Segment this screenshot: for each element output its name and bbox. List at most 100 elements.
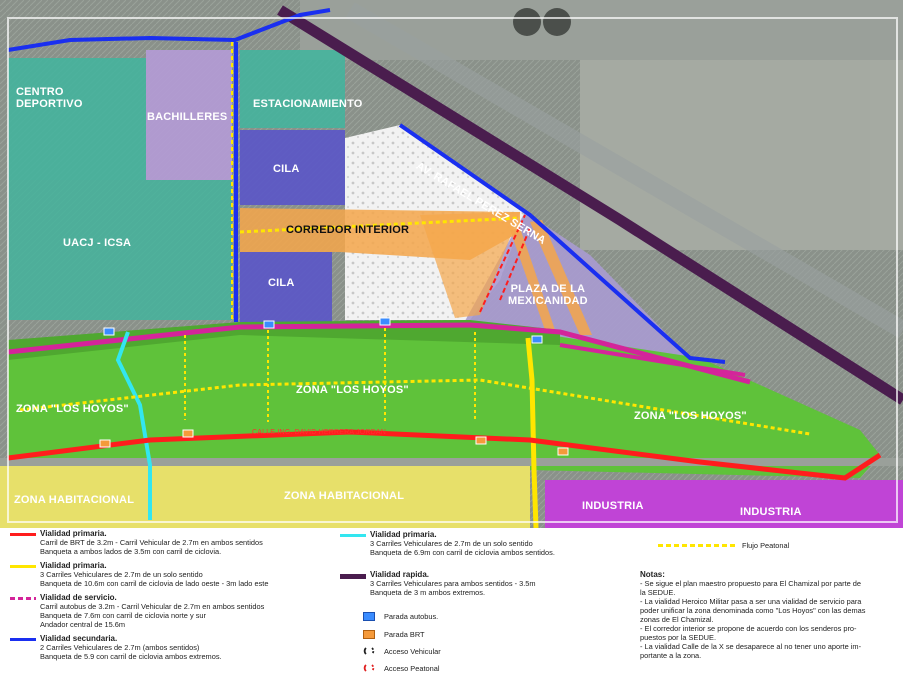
brt-stop-icon	[99, 439, 111, 448]
label-centro-deportivo: CENTRO DEPORTIVO	[16, 86, 83, 111]
legend-symbol-vehicle: Acceso Vehicular	[384, 647, 441, 656]
zone-corredor-ramp	[420, 212, 520, 318]
note-line: - El corredor interior se propone de acu…	[640, 624, 857, 633]
brt-stop-icon	[557, 447, 569, 456]
bus-stop-icon	[263, 320, 275, 329]
legend-title: Vialidad secundaria.	[40, 634, 118, 643]
legend-entry-yellow: Vialidad primaria. 3 Carriles Vehiculare…	[40, 561, 268, 588]
zone-bachilleres	[146, 50, 232, 180]
legend-entry-dark-purple: Vialidad rapida. 3 Carriles Vehiculares …	[370, 570, 536, 597]
label-zona-hoyos-right: ZONA "LOS HOYOS"	[634, 410, 747, 422]
legend-swatch-blue	[10, 638, 36, 641]
zone-industria	[545, 480, 903, 528]
road-secondary-blue-diagonal	[398, 123, 726, 364]
brt-stop-icon	[363, 630, 375, 639]
label-zona-habitacional-left: ZONA HABITACIONAL	[14, 494, 135, 506]
road-service-magenta	[7, 322, 751, 385]
legend-swatch-yellow	[10, 565, 36, 568]
label-estacionamiento: ESTACIONAMIENTO	[253, 98, 363, 110]
zone-uacj-icsa	[8, 180, 232, 320]
legend-line: Banqueta de 7.6m con carril de ciclovia …	[40, 611, 206, 620]
map-canvas	[0, 0, 903, 528]
note-line: la SEDUE.	[640, 588, 676, 597]
road-primary-cyan	[115, 331, 152, 520]
legend-line: Carril autobus de 3.2m - Carril Vehicula…	[40, 602, 265, 611]
note-line: zonas de El Chamizal.	[640, 615, 714, 624]
road-rapid-dark	[277, 5, 903, 405]
red-dashed-access	[479, 214, 526, 313]
label-zona-habitacional-center: ZONA HABITACIONAL	[284, 490, 405, 502]
note-line: puestos por la SEDUE.	[640, 633, 716, 642]
legend-line: Banqueta de 10.6m con carril de ciclovia…	[40, 579, 269, 588]
notes-title: Notas:	[640, 570, 665, 579]
legend-line: Banqueta de 6.9m con carril de ciclovia …	[370, 548, 555, 557]
legend-notes: Notas: - Se sigue el plan maestro propue…	[640, 570, 865, 660]
pedestrian-access-icon	[363, 664, 375, 672]
note-line: portante a la zona.	[640, 651, 702, 660]
legend-title: Vialidad de servicio.	[40, 593, 117, 602]
legend-line: 3 Carriles Vehiculares de 2.7m de un sol…	[370, 539, 533, 548]
note-line: - La vialidad Heroico Militar pasa a ser…	[640, 597, 862, 606]
note-line: - La vialidad Calle de la X se desaparec…	[640, 642, 862, 651]
legend-swatch-magenta	[10, 597, 36, 600]
label-zona-hoyos-left: ZONA "LOS HOYOS"	[16, 403, 129, 415]
map-frame	[7, 17, 898, 523]
zone-estacionamiento	[240, 50, 345, 128]
zone-cila-bottom	[240, 252, 332, 322]
vehicle-access-icon	[363, 647, 375, 655]
legend-swatch-dark-purple	[340, 574, 366, 579]
note-line: - Se sigue el plan maestro propuesto par…	[640, 579, 862, 588]
road-service-magenta-2	[559, 343, 746, 377]
water-tank	[513, 8, 541, 36]
legend-line: Andador central de 15.6m	[40, 620, 126, 629]
road-primary-red	[7, 429, 882, 481]
label-industria-2: INDUSTRIA	[740, 506, 802, 518]
road-primary-yellow	[525, 337, 539, 528]
legend-swatch-cyan	[340, 534, 366, 537]
label-cila-top: CILA	[273, 163, 300, 175]
label-uacj-icsa: UACJ - ICSA	[63, 237, 132, 249]
note-line: poder unificar la zona denominada como "…	[640, 606, 866, 615]
legend-title: Vialidad primaria.	[40, 529, 107, 538]
zone-habitacional	[0, 465, 530, 528]
legend-line: Carril de BRT de 3.2m - Carril Vehicular…	[40, 538, 263, 547]
orange-stripe	[530, 220, 592, 335]
legend-symbol-bus: Parada autobus.	[384, 612, 439, 621]
legend-symbol-brt: Parada BRT	[384, 630, 425, 639]
legend-symbol-pedestrian: Acceso Peatonal	[384, 664, 440, 673]
label-cila-bottom: CILA	[268, 277, 295, 289]
label-plaza-mexicanidad: PLAZA DE LA MEXICANIDAD	[508, 283, 588, 308]
label-corredor-interior: CORREDOR INTERIOR	[286, 224, 410, 236]
legend-title: Vialidad rapida.	[370, 570, 429, 579]
legend-entry-red: Vialidad primaria. Carril de BRT de 3.2m…	[40, 529, 263, 556]
legend-line: 3 Carriles Vehiculares para ambos sentid…	[370, 579, 536, 588]
zone-los-hoyos-band	[8, 320, 560, 360]
bus-stop-icon	[363, 612, 375, 621]
label-calle-david-herrera: CALLE ING. DAVID HERRERA JORDAN	[252, 429, 387, 436]
legend-title: Vialidad primaria.	[40, 561, 107, 570]
legend-entry-magenta: Vialidad de servicio. Carril autobus de …	[40, 593, 264, 629]
road-secondary-blue	[7, 8, 331, 52]
bus-stop-icon	[531, 335, 543, 344]
rail-corridor	[345, 2, 903, 338]
orange-stripe	[510, 228, 555, 330]
bus-stop-icon	[103, 327, 115, 336]
legend-swatch-red	[10, 533, 36, 536]
brt-stop-icon	[475, 436, 487, 445]
legend-line: 3 Carriles Vehiculares de 2.7m de un sol…	[40, 570, 203, 579]
legend-line: Banqueta de 3 m ambos extremos.	[370, 588, 486, 597]
zone-centro-deportivo	[8, 58, 146, 180]
site-plan-map[interactable]: CENTRO DEPORTIVO BACHILLERES ESTACIONAMI…	[0, 0, 903, 528]
legend-line: Banqueta a ambos lados de 3.5m con carri…	[40, 547, 222, 556]
label-bachilleres: BACHILLERES	[147, 111, 228, 123]
gray-strip	[0, 458, 903, 466]
water-tank	[543, 8, 571, 36]
legend-entry-cyan: Vialidad primaria. 3 Carriles Vehiculare…	[370, 530, 555, 557]
zone-cila-top	[240, 130, 345, 205]
label-industria-1: INDUSTRIA	[582, 500, 644, 512]
map-legend: Vialidad primaria. Carril de BRT de 3.2m…	[0, 528, 903, 678]
bus-stop-icon	[379, 317, 391, 326]
legend-swatch-pedestrian-flow	[658, 544, 738, 547]
brt-stop-icon	[182, 429, 194, 438]
